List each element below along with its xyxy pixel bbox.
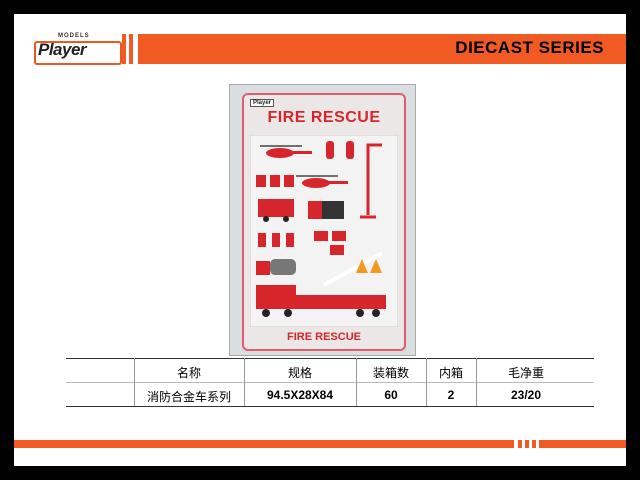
toy-set-illustration [250, 135, 398, 327]
table-divider [426, 358, 427, 406]
card-title-bottom: FIRE RESCUE [287, 331, 361, 343]
series-title: DIECAST SERIES [455, 38, 604, 57]
catalog-sheet: MODELS Player DIECAST SERIES Player FIRE… [14, 14, 626, 466]
table-divider [476, 358, 477, 406]
crate-icon [314, 231, 346, 255]
cell-name: 消防合金车系列 [146, 390, 231, 404]
ladder-truck-icon [256, 285, 386, 317]
table-divider [134, 358, 135, 406]
header-bar [14, 34, 626, 64]
cell-weight: 23/20 [510, 388, 542, 402]
logo-tagline: MODELS [58, 33, 90, 39]
cell-carton-qty: 60 [384, 388, 398, 402]
barrel-icon [256, 175, 294, 187]
header-stripe [129, 34, 133, 64]
tanker-truck-icon [256, 259, 296, 275]
street-lamp-icon [360, 143, 382, 219]
fire-truck-icon [308, 201, 344, 219]
table-bottom-rule [66, 406, 594, 407]
column-header-inner-box: 内箱 [438, 366, 463, 380]
cell-spec: 94.5X28X84 [266, 388, 334, 402]
table-divider [244, 358, 245, 406]
fire-extinguisher-icon [326, 141, 354, 159]
header-stripe [122, 34, 126, 64]
logo-frame [34, 41, 122, 65]
ladder-icon [323, 251, 383, 287]
table-divider [356, 358, 357, 406]
brand-logo: MODELS Player [34, 33, 122, 65]
footer-band [14, 440, 514, 448]
column-header-spec: 规格 [287, 366, 312, 380]
column-header-weight: 毛净重 [507, 366, 544, 380]
logo-name: Player [38, 40, 87, 59]
cell-inner-box: 2 [447, 388, 455, 402]
card-brand: Player [250, 99, 275, 107]
column-header-name: 名称 [176, 366, 201, 380]
traffic-cone-icon [356, 259, 382, 273]
footer-stripe [525, 440, 529, 448]
hydrant-icon [258, 233, 294, 247]
helicopter-icon [296, 175, 348, 188]
helicopter-icon [260, 145, 312, 158]
footer-band [539, 440, 626, 448]
footer-stripe [532, 440, 536, 448]
table-header-rule [66, 382, 594, 383]
card-title: FIRE RESCUE [267, 109, 381, 126]
table-top-rule [66, 358, 594, 359]
blister-card: Player FIRE RESCUE [242, 93, 406, 351]
fire-truck-icon [258, 199, 294, 222]
header-band [138, 34, 626, 64]
column-header-carton-qty: 装箱数 [372, 366, 409, 380]
product-photo: Player FIRE RESCUE [229, 84, 416, 356]
footer-bar [14, 440, 626, 448]
footer-stripe [518, 440, 522, 448]
